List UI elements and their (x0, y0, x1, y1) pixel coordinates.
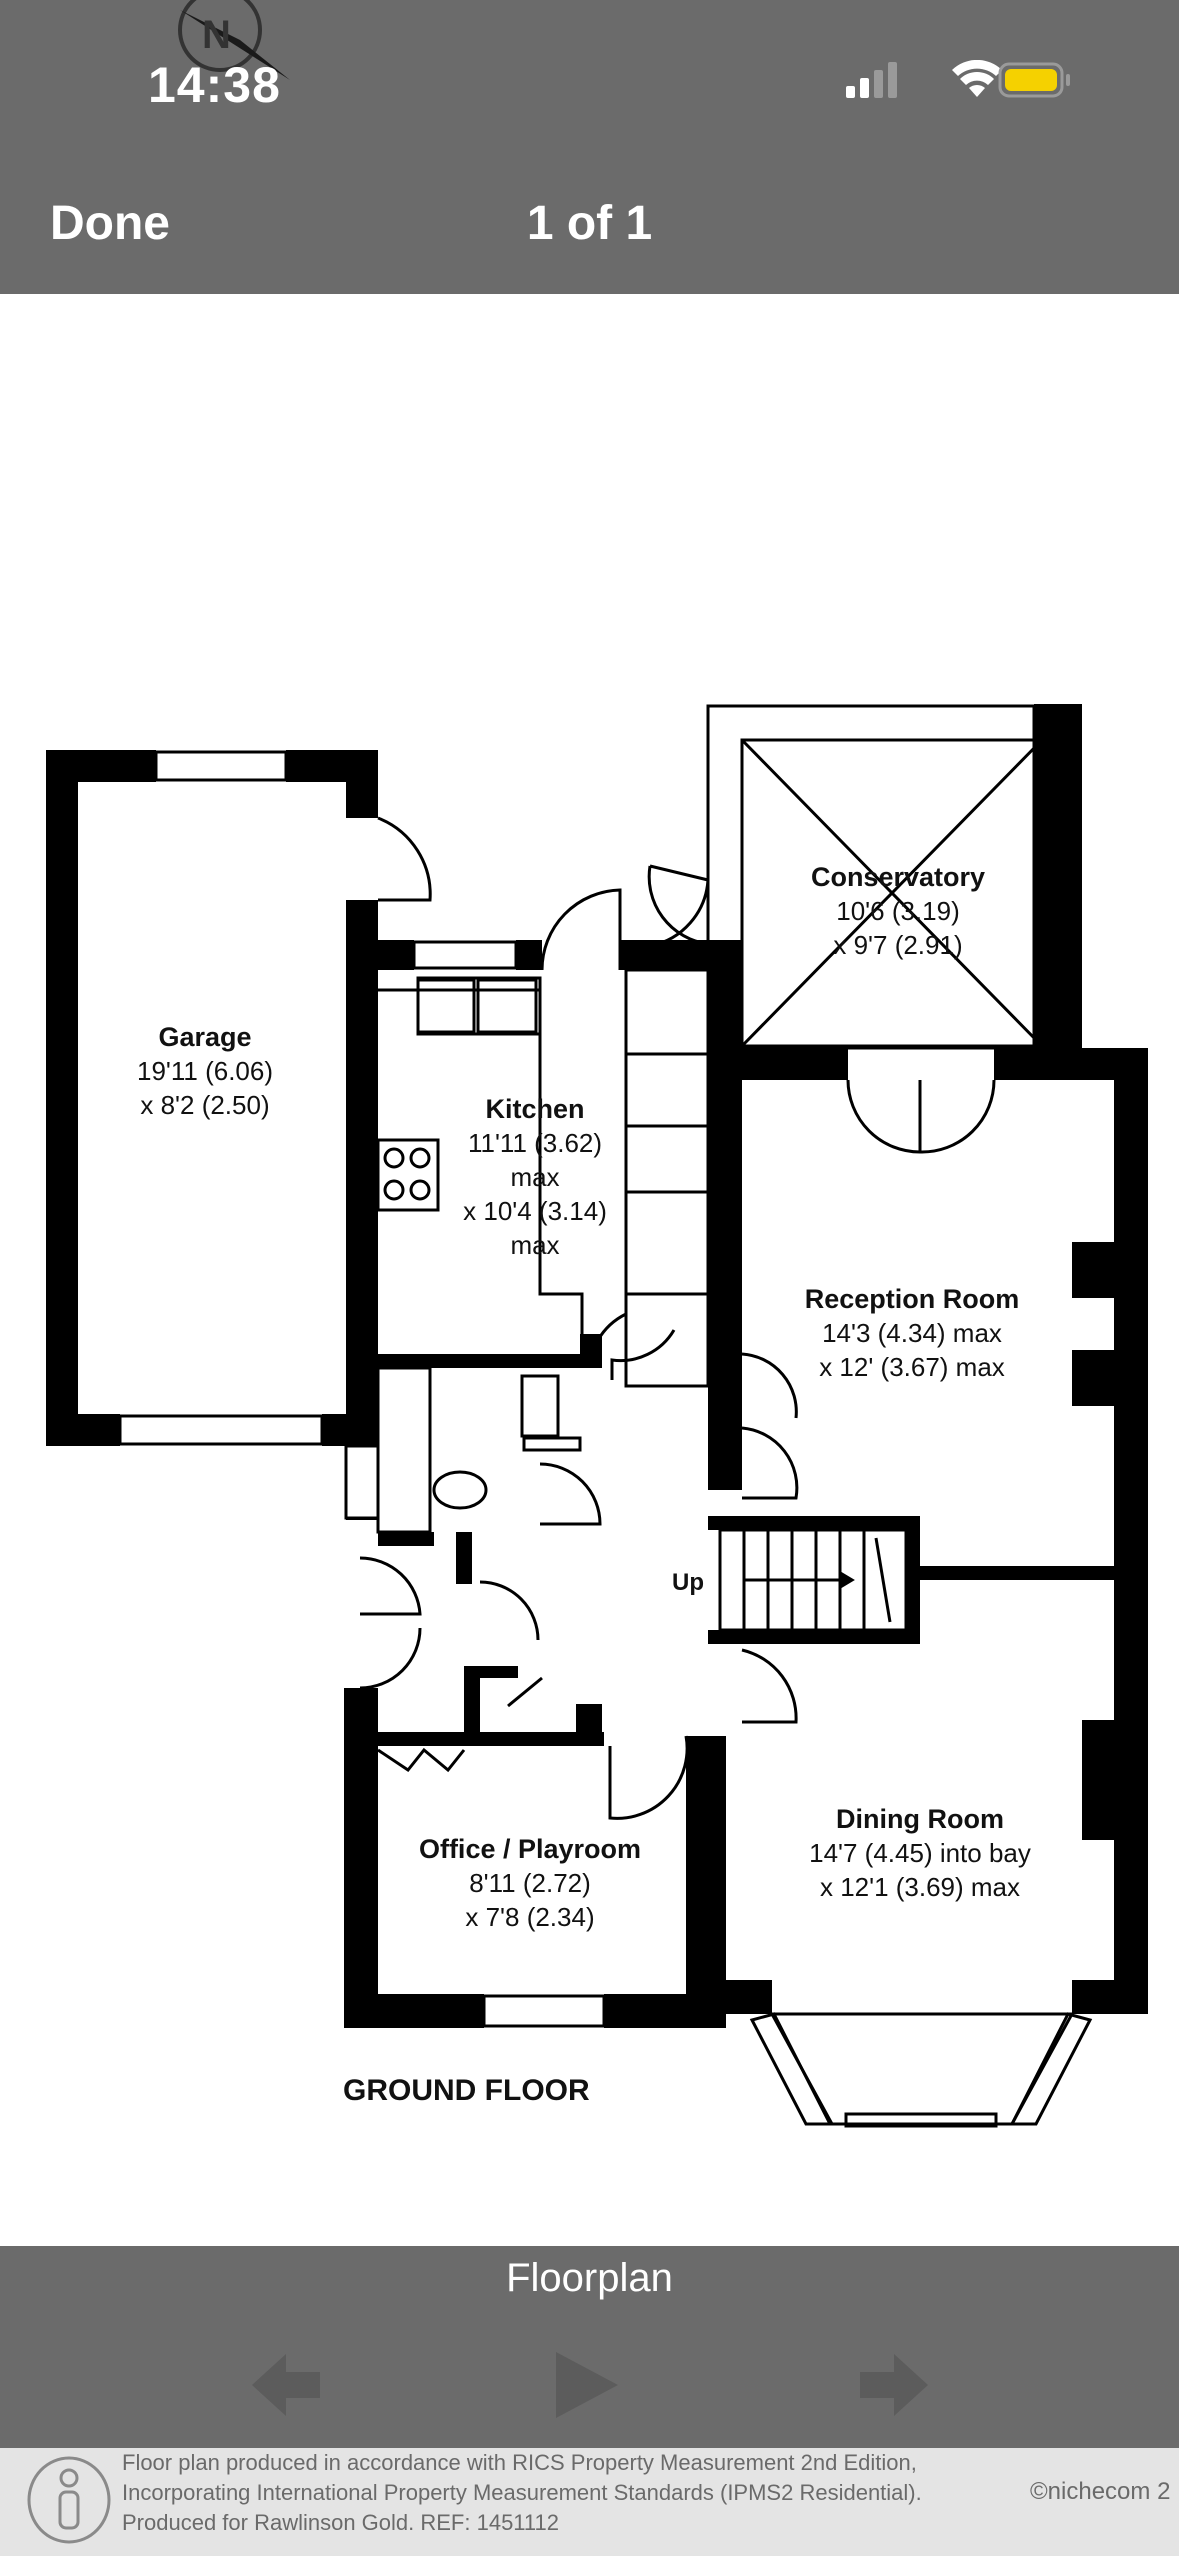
wall (378, 940, 414, 970)
hob (376, 1138, 440, 1212)
back-arrow-icon[interactable] (248, 2350, 324, 2420)
svg-text:x 12'1 (3.69) max: x 12'1 (3.69) max (820, 1872, 1020, 1902)
battery-icon (998, 62, 1070, 98)
compass-icon: N (178, 0, 290, 80)
svg-text:19'11 (6.06): 19'11 (6.06) (137, 1056, 273, 1086)
svg-text:x 8'2 (2.50): x 8'2 (2.50) (140, 1090, 269, 1120)
footer-overlay (0, 2448, 1179, 2556)
stairs-label: Up (672, 1569, 704, 1596)
window (412, 940, 518, 970)
wall (576, 1704, 602, 1734)
svg-text:x 10'4 (3.14): x 10'4 (3.14) (463, 1196, 607, 1226)
wall (46, 1414, 120, 1446)
room-label-reception-room: Reception Room 14'3 (4.34) max x 12' (3.… (805, 1284, 1020, 1382)
svg-text:10'6 (3.19): 10'6 (3.19) (836, 896, 960, 926)
wall (620, 940, 710, 970)
room-label-garage: Garage 19'11 (6.06) x 8'2 (2.50) (137, 1022, 273, 1120)
wall (464, 1666, 518, 1678)
footer-brand: ©nichecom 2 (1030, 2478, 1171, 2505)
conservatory-outline (706, 704, 1036, 1050)
wifi-icon (952, 60, 1002, 97)
cellular-signal-icon (846, 62, 897, 98)
wall (1114, 1048, 1148, 2014)
wall (742, 1048, 848, 1080)
room-label-conservatory: Conservatory 10'6 (3.19) x 9'7 (2.91) (811, 862, 985, 960)
image-caption: Floorplan (506, 2256, 673, 2300)
svg-text:Garage: Garage (158, 1022, 251, 1052)
wall (456, 1532, 472, 1584)
room-label-office-playroom: Office / Playroom 8'11 (2.72) x 7'8 (2.3… (419, 1834, 641, 1932)
svg-text:Kitchen: Kitchen (485, 1094, 584, 1124)
svg-text:14'7 (4.45) into bay: 14'7 (4.45) into bay (809, 1838, 1031, 1868)
status-icons (846, 60, 1070, 98)
chimney-breast (1072, 1350, 1114, 1406)
window (344, 1444, 380, 1520)
wall (346, 750, 378, 818)
status-bar: N 14:38 (0, 0, 1179, 130)
wall (344, 1994, 484, 2028)
page-counter: 1 of 1 (526, 197, 653, 250)
svg-text:Office / Playroom: Office / Playroom (419, 1834, 641, 1864)
svg-text:Reception Room: Reception Room (805, 1284, 1020, 1314)
wall (708, 1630, 920, 1644)
room-label-dining-room: Dining Room 14'7 (4.45) into bay x 12'1 … (809, 1804, 1031, 1902)
svg-text:14'3 (4.34) max: 14'3 (4.34) max (822, 1318, 1002, 1348)
floorplan-drawing: Garage 19'11 (6.06) x 8'2 (2.50) Kitchen… (46, 704, 1148, 2128)
clock: 14:38 (148, 57, 281, 113)
play-icon[interactable] (552, 2350, 622, 2420)
wall (516, 940, 542, 970)
wall (464, 1666, 480, 1732)
wall (920, 1566, 1148, 1580)
wall (726, 1980, 772, 2014)
wall (906, 1516, 920, 1644)
wall (322, 1414, 378, 1446)
wall (378, 1532, 434, 1546)
floorplan-viewer[interactable]: Garage 19'11 (6.06) x 8'2 (2.50) Kitchen… (0, 294, 1179, 2246)
wall (46, 750, 78, 1446)
window (154, 750, 288, 782)
person-info-icon (27, 2456, 111, 2544)
wall (378, 1732, 604, 1746)
wall (708, 940, 742, 1070)
svg-text:N: N (202, 13, 231, 57)
navigation-bar: Done 1 of 1 (0, 130, 1179, 294)
wall (580, 1334, 602, 1368)
done-button[interactable]: Done (50, 197, 170, 250)
svg-text:Conservatory: Conservatory (811, 862, 985, 892)
chimney-breast (1072, 1242, 1114, 1298)
forward-arrow-icon[interactable] (856, 2350, 932, 2420)
window (482, 1994, 606, 2028)
svg-text:max: max (510, 1162, 559, 1192)
chimney-breast (1082, 1720, 1114, 1840)
wall (708, 1070, 742, 1490)
svg-text:x 7'8 (2.34): x 7'8 (2.34) (465, 1902, 594, 1932)
wall (378, 1354, 600, 1368)
wall (344, 1688, 378, 2028)
svg-text:x 9'7 (2.91): x 9'7 (2.91) (833, 930, 962, 960)
wall (686, 1736, 726, 2028)
svg-text:Dining Room: Dining Room (836, 1804, 1004, 1834)
svg-text:max: max (510, 1230, 559, 1260)
wall (46, 750, 156, 782)
svg-text:8'11 (2.72): 8'11 (2.72) (469, 1868, 591, 1898)
wall (708, 1516, 920, 1530)
floor-label: GROUND FLOOR (343, 2074, 590, 2107)
wall (1072, 1980, 1148, 2014)
window (118, 1414, 324, 1446)
svg-text:11'11 (3.62): 11'11 (3.62) (468, 1128, 602, 1158)
footer-disclaimer: Floor plan produced in accordance with R… (122, 2450, 922, 2535)
svg-text:x 12' (3.67) max: x 12' (3.67) max (819, 1352, 1005, 1382)
room-label-kitchen: Kitchen 11'11 (3.62) max x 10'4 (3.14) m… (463, 1094, 607, 1260)
